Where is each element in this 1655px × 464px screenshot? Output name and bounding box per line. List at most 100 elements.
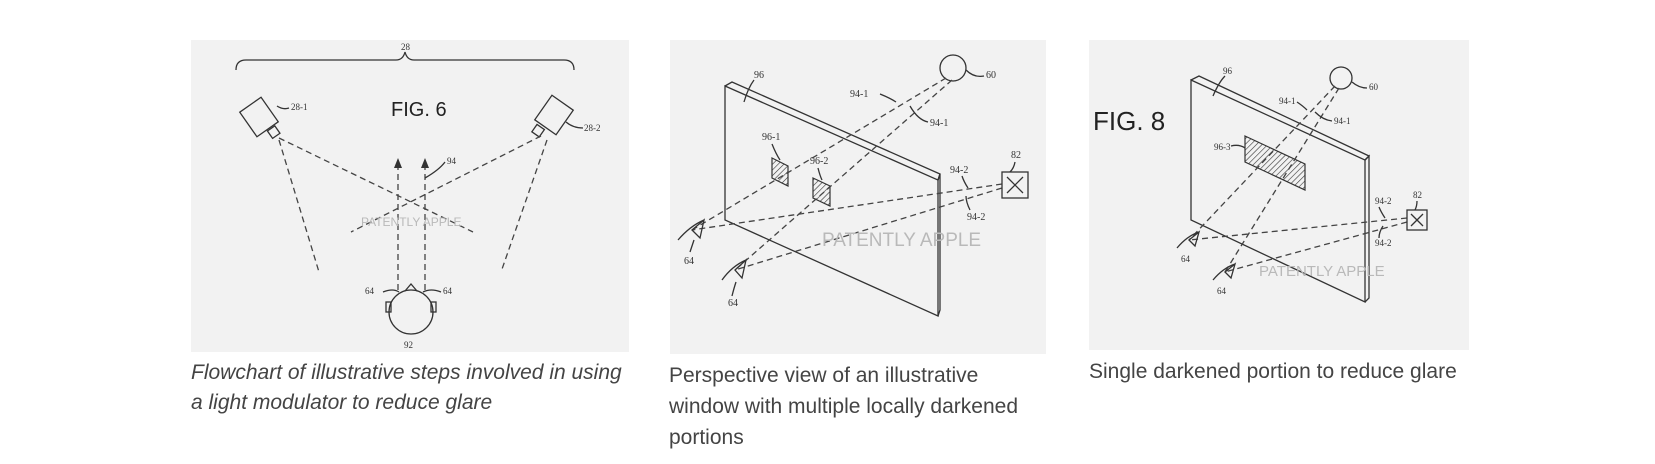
leader-94-2-top xyxy=(1378,206,1386,219)
watermark: PATENTLY APPLE xyxy=(361,215,462,229)
leader-94-2-bottom xyxy=(965,195,971,211)
window-side-edge xyxy=(937,173,941,317)
eye-left-lid xyxy=(1176,231,1200,249)
leader-64-left xyxy=(689,239,695,253)
eye-right-icon xyxy=(1224,262,1237,280)
camera-right xyxy=(530,94,575,138)
window-side-edge xyxy=(1364,154,1370,303)
dark-portion-96-3 xyxy=(1244,135,1306,191)
label-96-1: 96-1 xyxy=(762,132,780,143)
figure-6-panel: 28 FIG. 6 28-1 28-2 94 PATENTLY APPLE xyxy=(191,40,629,352)
ray-94-2 xyxy=(734,187,1003,271)
label-28-1: 28-1 xyxy=(291,102,308,112)
leader-94-1-right xyxy=(909,105,929,123)
leader-96-2 xyxy=(817,167,823,181)
label-94-1-left: 94-1 xyxy=(1279,96,1296,106)
window-top-edge xyxy=(724,81,941,181)
leader-94-2-bottom xyxy=(1378,225,1384,239)
leader-96 xyxy=(1212,75,1226,97)
figure-7-caption: Perspective view of an illustrative wind… xyxy=(669,364,1019,449)
ray-94-2 xyxy=(1188,217,1408,241)
ray xyxy=(278,137,474,233)
label-96: 96 xyxy=(1223,66,1233,76)
figure-6-caption: Flowchart of illustrative steps involved… xyxy=(191,361,622,414)
label-64-right: 64 xyxy=(443,286,453,296)
watermark: PATENTLY APPLE xyxy=(1259,263,1385,280)
brace-28 xyxy=(235,51,575,71)
label-94-1-right: 94-1 xyxy=(930,118,948,129)
ray-94-1 xyxy=(691,77,947,231)
light-source xyxy=(1329,66,1353,90)
label-94-1-left: 94-1 xyxy=(850,89,868,100)
viewer-ear-right xyxy=(430,301,437,313)
leader-94-1-left xyxy=(1296,101,1308,111)
label-96-2: 96-2 xyxy=(810,156,828,167)
leader-94 xyxy=(424,161,446,179)
label-60: 60 xyxy=(986,70,996,81)
label-60: 60 xyxy=(1369,82,1379,92)
object-82-cross-icon xyxy=(1410,213,1424,227)
figure-8-caption: Single darkened portion to reduce glare xyxy=(1089,360,1457,383)
figure-7-diagram: 96 60 96-1 96-2 94-1 94-1 82 94-2 9 xyxy=(677,54,1029,318)
label-28-2: 28-2 xyxy=(584,123,601,133)
eye-left-icon xyxy=(1188,230,1201,248)
label-64-right: 64 xyxy=(1217,286,1227,296)
ray-94-1 xyxy=(1224,87,1340,273)
eye-right-lid xyxy=(1212,263,1236,281)
light-source xyxy=(939,54,967,82)
eye-left-icon xyxy=(691,218,706,240)
label-82: 82 xyxy=(1413,190,1422,200)
ray xyxy=(350,135,542,233)
leader-96-1 xyxy=(771,143,781,161)
label-64-left: 64 xyxy=(365,286,375,296)
figure-title: FIG. 8 xyxy=(1093,106,1165,136)
leader-82 xyxy=(1414,200,1418,211)
label-94-1-right: 94-1 xyxy=(1334,116,1351,126)
figure-7-panel: 96 60 96-1 96-2 94-1 94-1 82 94-2 9 xyxy=(670,40,1046,354)
ray xyxy=(500,139,548,273)
leader-82 xyxy=(1009,161,1016,173)
leader-96 xyxy=(743,79,755,103)
label-94-2-top: 94-2 xyxy=(1375,196,1392,206)
figure-8-panel: FIG. 8 96 60 96-3 94-1 94-1 82 xyxy=(1089,40,1469,350)
eye-right-icon xyxy=(734,258,748,280)
leader-94-2-top xyxy=(961,175,969,189)
viewer-head xyxy=(388,289,434,335)
ray-94-1 xyxy=(734,79,953,271)
leader-60 xyxy=(1351,81,1368,89)
label-64-left: 64 xyxy=(1181,254,1191,264)
leader-64-right xyxy=(422,289,442,293)
label-96: 96 xyxy=(754,70,764,81)
arrow-up-icon xyxy=(394,158,402,168)
label-94-2-bottom: 94-2 xyxy=(1375,238,1392,248)
ray xyxy=(278,139,320,273)
label-96-3: 96-3 xyxy=(1214,142,1231,152)
leader-96-3 xyxy=(1230,144,1246,149)
label-94: 94 xyxy=(447,156,457,166)
ray-94-1 xyxy=(1188,85,1336,241)
dark-portion-96-1 xyxy=(771,157,789,187)
label-82: 82 xyxy=(1011,150,1021,161)
leader-60 xyxy=(965,69,985,78)
camera-left xyxy=(238,96,281,140)
figure-title: FIG. 6 xyxy=(391,99,447,121)
leader-64-right xyxy=(731,281,737,297)
dark-portion-96-2 xyxy=(812,177,831,207)
leader-94-1-left xyxy=(879,93,897,103)
label-28: 28 xyxy=(401,42,411,52)
eye-left-lid xyxy=(677,219,705,241)
label-94-2-top: 94-2 xyxy=(950,165,968,176)
arrow-up-icon xyxy=(421,158,429,168)
object-82 xyxy=(1406,209,1428,231)
figure-8-diagram: FIG. 8 96 60 96-3 94-1 94-1 82 xyxy=(1093,66,1428,304)
viewer-nose xyxy=(404,283,418,292)
label-92: 92 xyxy=(404,340,413,350)
label-64-left: 64 xyxy=(684,256,694,267)
leader-64-left xyxy=(382,289,400,293)
ray-94-2 xyxy=(691,183,1003,231)
object-82-cross-icon xyxy=(1006,176,1024,194)
object-82 xyxy=(1001,171,1029,199)
leader-94-1-right xyxy=(1314,111,1333,122)
label-94-2-bottom: 94-2 xyxy=(967,212,985,223)
leader-28-2 xyxy=(565,121,584,129)
